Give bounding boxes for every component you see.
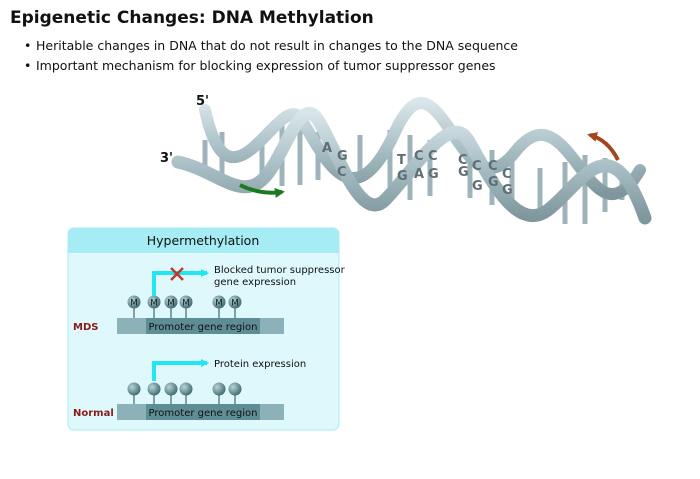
helix-strand-back — [199, 97, 646, 200]
helix-base-letter: T — [397, 153, 406, 168]
green-direction-arrow — [239, 183, 285, 198]
methyl-mark-label: M — [130, 299, 138, 309]
unmethylated-site-ball — [127, 382, 141, 396]
methyl-group-ball — [179, 295, 193, 309]
helix-base-letter: G — [502, 183, 513, 198]
unmethylated-site-ball — [179, 382, 193, 396]
helix-base-letter: C — [472, 159, 482, 174]
normal-promoter-region — [146, 404, 260, 420]
helix-base-letter: G — [337, 149, 348, 164]
normal-promoter-label: Promoter gene region — [149, 408, 258, 419]
methyl-mark-label: M — [167, 299, 175, 309]
panel-header-bar — [68, 228, 339, 253]
helix-base-letter: A — [322, 141, 332, 156]
unmethylated-site-ball — [212, 382, 226, 396]
methyl-mark-label: M — [215, 299, 223, 309]
hypermethylation-panel: Hypermethylation MDS Promoter gene regio… — [67, 227, 346, 431]
helix-base-letter: G — [488, 175, 499, 190]
helix-strand-front — [171, 106, 652, 225]
helix-base-letter: G — [458, 165, 469, 180]
mds-promoter-region — [146, 318, 260, 334]
methyl-mark-label: M — [231, 299, 239, 309]
helix-base-letter: C — [428, 149, 438, 164]
methyl-group-ball — [164, 295, 178, 309]
mds-label: MDS — [73, 322, 98, 333]
helix-base-letter: C — [502, 167, 512, 182]
bullet-item: Important mechanism for blocking express… — [24, 58, 518, 73]
bullet-item: Heritable changes in DNA that do not res… — [24, 38, 518, 53]
normal-unmethylated-sites — [127, 382, 242, 404]
helix-3prime-label: 3' — [160, 151, 173, 166]
methyl-mark-label: M — [182, 299, 190, 309]
helix-base-letter: A — [414, 167, 424, 182]
methyl-mark-label: M — [150, 299, 158, 309]
methyl-group-ball — [228, 295, 242, 309]
helix-base-letter: G — [428, 167, 439, 182]
bullet-list: Heritable changes in DNA that do not res… — [24, 38, 518, 78]
helix-base-letter: C — [458, 153, 468, 168]
mds-promoter-label: Promoter gene region — [149, 322, 258, 333]
mds-outcome-line1: Blocked tumor suppressor — [214, 265, 346, 276]
unmethylated-site-ball — [228, 382, 242, 396]
panel-header: Hypermethylation — [147, 233, 260, 248]
methyl-group-ball — [147, 295, 161, 309]
helix-base-letter: C — [337, 165, 347, 180]
normal-row: Normal Promoter gene region Protein expr… — [73, 359, 306, 420]
mds-outcome-line2: gene expression — [214, 277, 296, 288]
helix-base-letter: G — [397, 169, 408, 184]
normal-outcome: Protein expression — [214, 359, 306, 370]
page-title: Epigenetic Changes: DNA Methylation — [10, 8, 374, 28]
normal-expression-arrow — [152, 359, 209, 381]
unmethylated-site-ball — [147, 382, 161, 396]
helix-base-letter: C — [488, 159, 498, 174]
normal-label: Normal — [73, 408, 114, 419]
helix-5prime-label: 5' — [196, 94, 209, 109]
methyl-group-ball — [127, 295, 141, 309]
helix-base-letter: C — [414, 149, 424, 164]
methyl-group-ball — [212, 295, 226, 309]
block-x-icon — [170, 267, 184, 281]
mds-expression-arrow — [152, 269, 209, 296]
helix-base-letter: G — [472, 179, 483, 194]
unmethylated-site-ball — [164, 382, 178, 396]
brown-direction-arrow — [587, 132, 620, 161]
